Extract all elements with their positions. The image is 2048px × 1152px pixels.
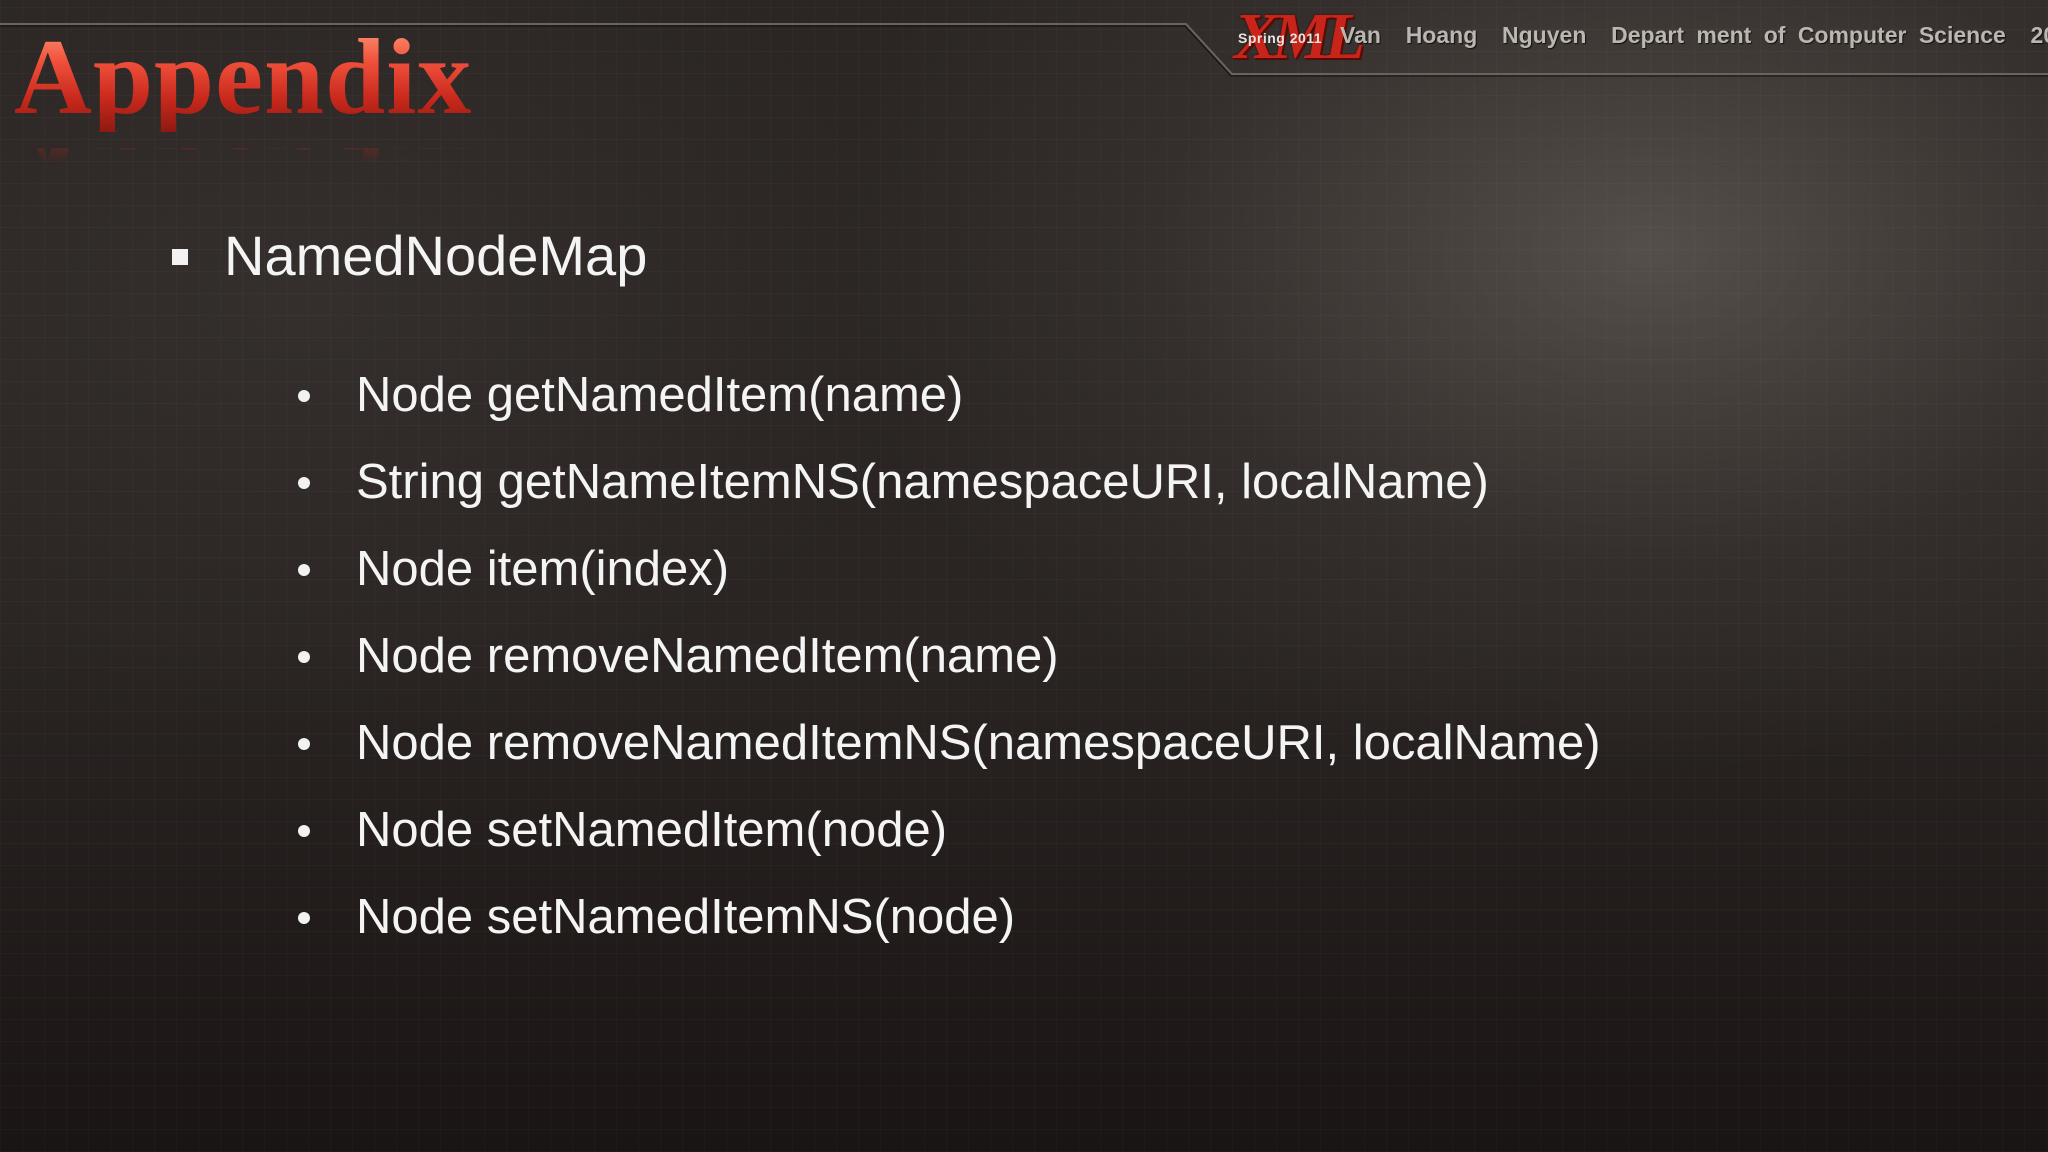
list-item: Node removeNamedItemNS(namespaceURI, loc… (296, 700, 1601, 787)
list-item: Node setNamedItemNS(node) (296, 874, 1601, 961)
list-item: Node setNamedItem(node) (296, 787, 1601, 874)
dot-bullet-icon (298, 824, 310, 837)
list-item-text: String getNameItemNS(namespaceURI, local… (356, 455, 1489, 509)
list-item-text: Node removeNamedItem(name) (356, 629, 1059, 683)
header-credit: Van Hoang Nguyen Depart ment of Computer… (1340, 22, 2048, 48)
list-item-text: Node setNamedItemNS(node) (356, 890, 1016, 944)
list-item: String getNameItemNS(namespaceURI, local… (296, 439, 1601, 526)
list-item-text: Node getNamedItem(name) (356, 368, 964, 422)
dot-bullet-icon (298, 737, 310, 750)
dot-bullet-icon (298, 911, 310, 924)
bullet-heading: NamedNodeMap (224, 224, 648, 287)
xml-logo: XML Spring 2011 (1234, 2, 1365, 74)
dot-bullet-icon (298, 650, 310, 663)
slide-title: Appendix (14, 18, 473, 137)
list-item: Node removeNamedItem(name) (296, 613, 1601, 700)
list-item-text: Node setNamedItem(node) (356, 803, 948, 857)
square-bullet-icon (172, 249, 188, 265)
list-item: Node item(index) (296, 526, 1601, 613)
xml-logo-subtext: Spring 2011 (1238, 30, 1323, 46)
bullet-level1: NamedNodeMap (172, 228, 647, 284)
list-item: Node getNamedItem(name) (296, 352, 1601, 439)
dot-bullet-icon (298, 563, 310, 576)
list-item-text: Node item(index) (356, 542, 730, 596)
dot-bullet-icon (298, 476, 310, 489)
dot-bullet-icon (298, 389, 310, 402)
list-item-text: Node removeNamedItemNS(namespaceURI, loc… (356, 716, 1601, 770)
method-list: Node getNamedItem(name) String getNameIt… (296, 352, 1601, 961)
xml-logo-text: XML (1234, 0, 1365, 73)
slide-title-reflection: Appendix (14, 148, 472, 188)
